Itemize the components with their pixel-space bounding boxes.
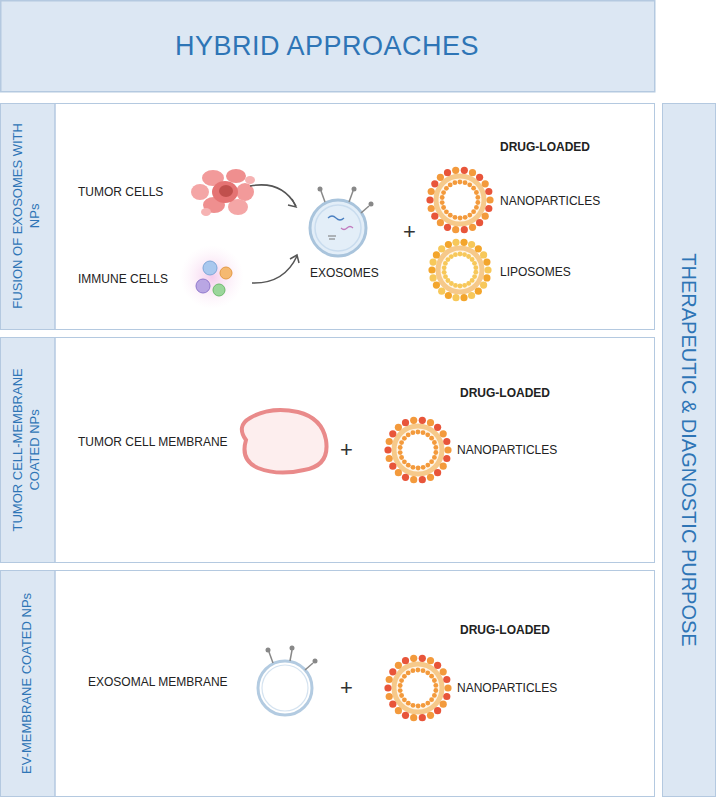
nanoparticle-icon	[384, 655, 451, 722]
drug-loaded-label: DRUG-LOADED	[500, 140, 590, 154]
exosomal-membrane-icon	[258, 646, 318, 716]
membrane-label: EXOSOMAL MEMBRANE	[88, 675, 228, 689]
drug-loaded-label: DRUG-LOADED	[460, 623, 550, 637]
particle-label: NANOPARTICLES	[457, 681, 557, 695]
diagram-title: HYBRID APPROACHES	[175, 31, 479, 62]
panel-heading: THERAPEUTIC & DIAGNOSTIC PURPOSE	[676, 110, 702, 790]
exosome-icon	[310, 187, 374, 257]
nanoparticle-icon	[384, 417, 451, 484]
nanoparticle-icon	[426, 167, 493, 234]
vesicle-label: EXOSOMES	[310, 266, 379, 280]
tumor-cells-icon	[191, 169, 255, 216]
purpose-band: THERAPEUTIC & DIAGNOSTIC PURPOSE	[662, 103, 716, 797]
panel-strip	[0, 103, 55, 330]
panel-heading: FUSION OF EXOSOMES WITH NPs	[10, 116, 44, 316]
tumor-membrane-icon	[242, 410, 327, 473]
approach-panel: FUSION OF EXOSOMES WITH NPs	[0, 103, 655, 330]
panel-heading: TUMOR CELL-MEMBRANE COATED NPs	[10, 349, 44, 549]
plus-sign: +	[340, 675, 353, 701]
particle-label: NANOPARTICLES	[457, 443, 557, 457]
liposome-icon	[428, 239, 491, 302]
particle-label: NANOPARTICLES	[500, 194, 600, 208]
flow-arrow	[250, 185, 299, 283]
title-band: HYBRID APPROACHES	[0, 0, 655, 92]
cell-label: TUMOR CELLS	[78, 185, 163, 199]
purpose-band	[662, 103, 716, 797]
particle-label: LIPOSOMES	[500, 265, 571, 279]
drug-loaded-label: DRUG-LOADED	[460, 386, 550, 400]
panel-strip	[0, 337, 55, 563]
panel-strip	[0, 570, 55, 797]
immune-cells-icon	[180, 245, 244, 309]
panel-heading: EV-MEMBRANE COATED NPs	[18, 583, 35, 783]
title-band	[1, 1, 655, 92]
cell-label: IMMUNE CELLS	[78, 272, 168, 286]
plus-sign: +	[403, 219, 416, 245]
plus-sign: +	[340, 437, 353, 463]
membrane-label: TUMOR CELL MEMBRANE	[78, 435, 228, 449]
